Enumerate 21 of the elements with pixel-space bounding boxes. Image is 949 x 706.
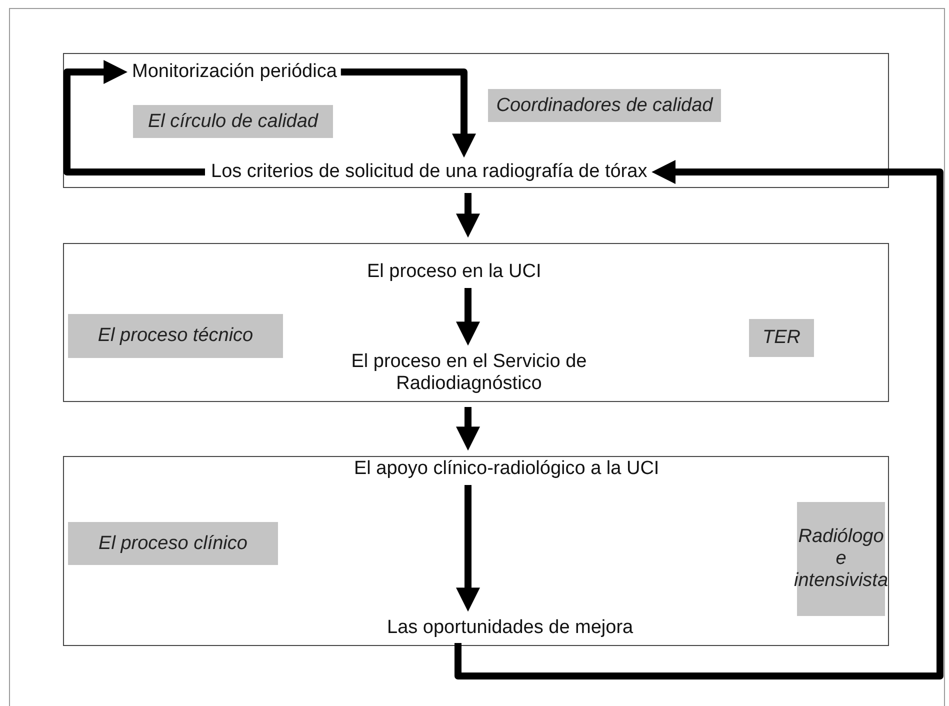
arrow — [64, 60, 205, 176]
panel-box — [63, 53, 889, 188]
arrow — [340, 68, 476, 158]
panel-box — [63, 243, 889, 402]
panel-box — [63, 456, 889, 646]
arrow — [454, 160, 944, 680]
arrow — [456, 193, 480, 238]
role-label: El círculo de calidad — [133, 105, 333, 138]
arrow — [456, 485, 480, 612]
step-text: El apoyo clínico-radiológico a la UCI — [354, 458, 660, 480]
step-text: El proceso en la UCI — [367, 261, 542, 283]
arrow — [456, 407, 480, 451]
step-text: Los criterios de solicitud de una radiografía de tórax — [211, 161, 648, 183]
step-text: Monitorización periódica — [132, 61, 337, 83]
step-text: El proceso en el Servicio de Radiodiagnóstico — [351, 351, 587, 395]
arrow — [456, 288, 480, 346]
role-label: El proceso clínico — [68, 522, 278, 565]
role-label: TER — [749, 319, 814, 357]
step-text: Las oportunidades de mejora — [387, 617, 634, 639]
role-label: Coordinadores de calidad — [488, 89, 721, 122]
role-label: El proceso técnico — [68, 314, 283, 358]
